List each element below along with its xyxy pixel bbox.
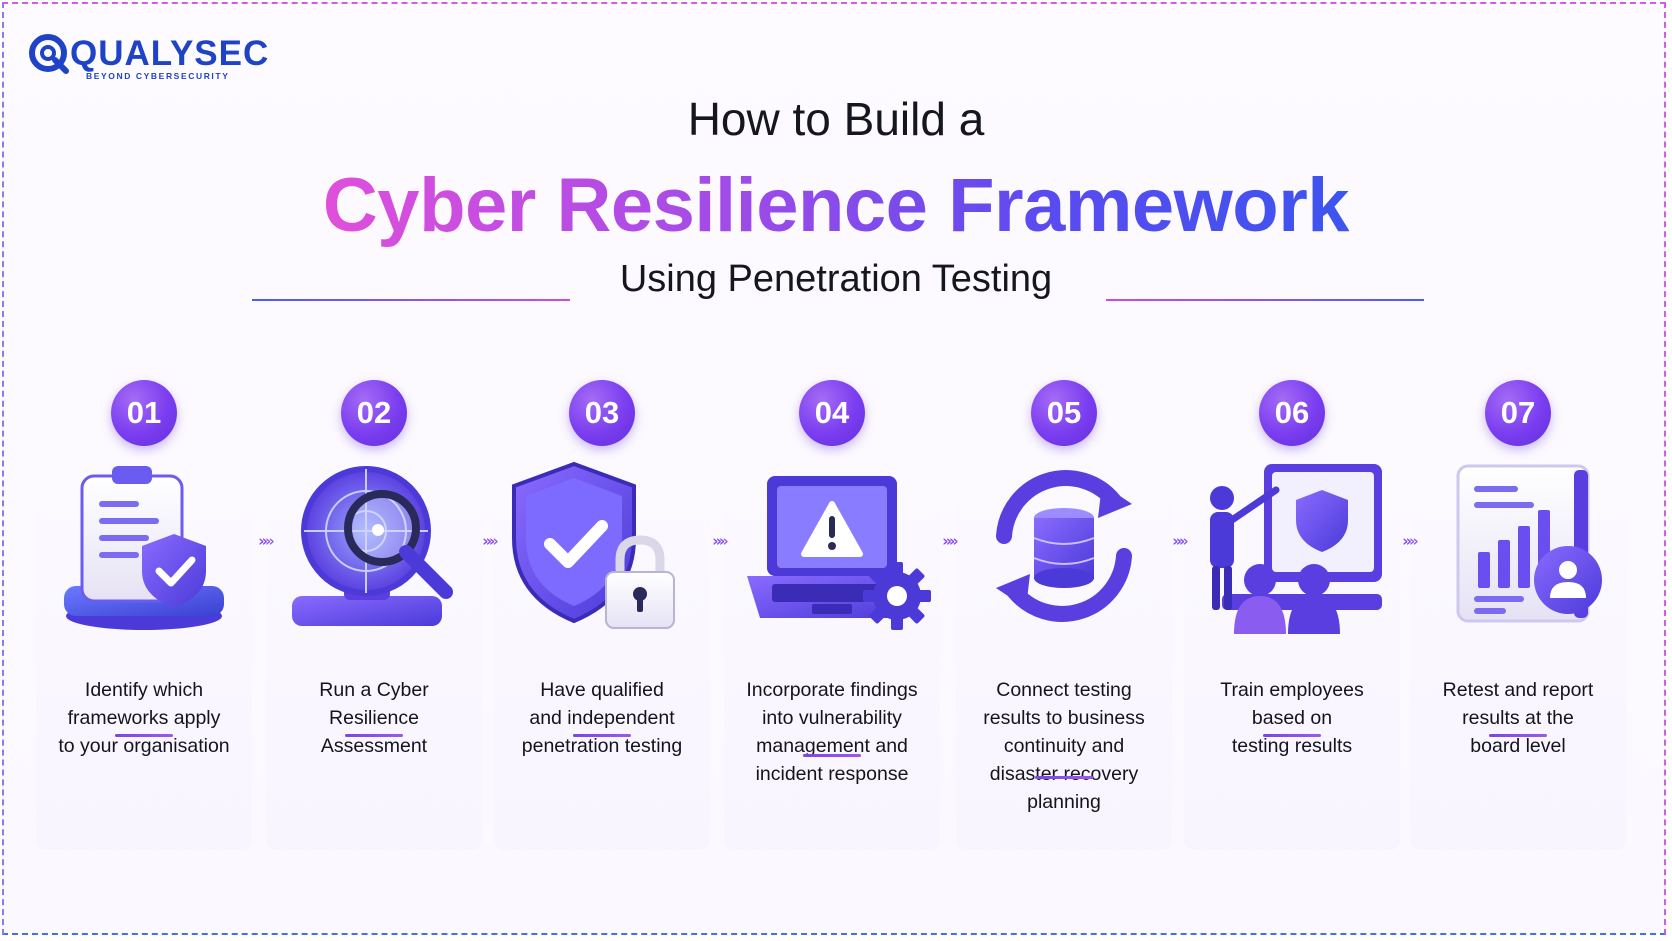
step-underline bbox=[115, 734, 173, 737]
heading-main: Cyber Resilience Framework bbox=[0, 162, 1672, 249]
laptop-warning-gear-icon bbox=[732, 456, 932, 646]
step-number-badge: 03 bbox=[569, 380, 635, 446]
step-description-line: Connect testing bbox=[996, 679, 1132, 701]
step-description-line: Run a Cyber bbox=[319, 679, 429, 701]
step-description-line: Resilience bbox=[329, 707, 419, 729]
brand-name: QUALYSEC bbox=[70, 34, 270, 73]
training-presentation-icon bbox=[1192, 456, 1392, 646]
step-description: Retest and report results at the board l… bbox=[1410, 676, 1626, 760]
step-number-badge: 02 bbox=[341, 380, 407, 446]
step-description-line: board level bbox=[1470, 735, 1566, 757]
step-description-line: based on bbox=[1251, 707, 1333, 729]
step-description-line: Incorporate findings bbox=[746, 679, 918, 701]
step-description-line: into vulnerability bbox=[762, 707, 902, 729]
step-01: 01 Identify which frameworks apply to yo… bbox=[36, 380, 252, 850]
step-06: 06 Train employees based on testing resu… bbox=[1184, 380, 1400, 850]
brand-tagline: BEYOND CYBERSECURITY bbox=[86, 71, 230, 81]
step-underline bbox=[345, 734, 403, 737]
step-underline bbox=[1035, 776, 1093, 779]
step-underline bbox=[573, 734, 631, 737]
step-description-line: and independent bbox=[529, 707, 675, 729]
step-number-badge: 05 bbox=[1031, 380, 1097, 446]
step-description: Have qualified and independent penetrati… bbox=[494, 676, 710, 760]
step-description-line: incident response bbox=[755, 763, 909, 785]
heading-main-text: Cyber Resilience Framework bbox=[322, 163, 1350, 248]
step-03: 03 Have qualified and independent penetr… bbox=[494, 380, 710, 850]
step-description: Train employees based on testing results bbox=[1184, 676, 1400, 760]
step-description-line: frameworks apply bbox=[67, 707, 221, 729]
shield-lock-icon bbox=[502, 456, 702, 646]
step-description-line: Retest and report bbox=[1442, 679, 1594, 701]
step-07: 07 Retest and report results at the boar… bbox=[1410, 380, 1626, 850]
step-description-line: to your organisation bbox=[58, 735, 230, 757]
step-number-badge: 06 bbox=[1259, 380, 1325, 446]
step-description-line: disaster recovery bbox=[989, 763, 1139, 785]
step-description-line: Assessment bbox=[320, 735, 428, 757]
step-description: Run a Cyber Resilience Assessment bbox=[266, 676, 482, 760]
report-chart-user-icon bbox=[1418, 456, 1618, 646]
step-description-line: penetration testing bbox=[521, 735, 683, 757]
step-underline bbox=[1489, 734, 1547, 737]
step-description-line: management and bbox=[756, 735, 908, 757]
step-description-line: Have qualified bbox=[540, 679, 664, 701]
subtitle-row: Using Penetration Testing bbox=[0, 258, 1672, 308]
logo-mark-icon bbox=[29, 34, 69, 74]
step-description: Identify which frameworks apply to your … bbox=[36, 676, 252, 760]
step-description: Incorporate findings into vulnerability … bbox=[724, 676, 940, 788]
step-05: 05 Connect testing results to business c… bbox=[956, 380, 1172, 850]
step-number-badge: 04 bbox=[799, 380, 865, 446]
subtitle: Using Penetration Testing bbox=[619, 258, 1053, 300]
step-description-line: Train employees bbox=[1220, 679, 1364, 701]
step-04: 04 bbox=[724, 380, 940, 850]
step-number-badge: 01 bbox=[111, 380, 177, 446]
step-02: 02 Run a Cyber Resilience Assessment bbox=[266, 380, 482, 850]
connector-chevrons: »» bbox=[942, 532, 958, 550]
step-description-line: continuity and bbox=[1003, 735, 1125, 757]
step-underline bbox=[803, 754, 861, 757]
subtitle-rule-right bbox=[1106, 299, 1424, 301]
step-number-badge: 07 bbox=[1485, 380, 1551, 446]
step-description: Connect testing results to business cont… bbox=[956, 676, 1172, 816]
heading-line-1: How to Build a bbox=[687, 93, 985, 145]
subtitle-rule-left bbox=[252, 299, 570, 301]
step-description-line: results at the bbox=[1462, 707, 1574, 729]
clipboard-shield-icon bbox=[44, 456, 244, 646]
step-description-line: testing results bbox=[1231, 735, 1353, 757]
qualysec-logo: QUALYSEC BEYOND CYBERSECURITY bbox=[28, 32, 268, 82]
database-sync-icon bbox=[964, 456, 1164, 646]
step-description-line: planning bbox=[1027, 791, 1101, 813]
step-underline bbox=[1263, 734, 1321, 737]
step-description-line: Identify which bbox=[84, 679, 204, 701]
radar-magnifier-icon bbox=[274, 456, 474, 646]
step-description-line: results to business bbox=[983, 707, 1145, 729]
